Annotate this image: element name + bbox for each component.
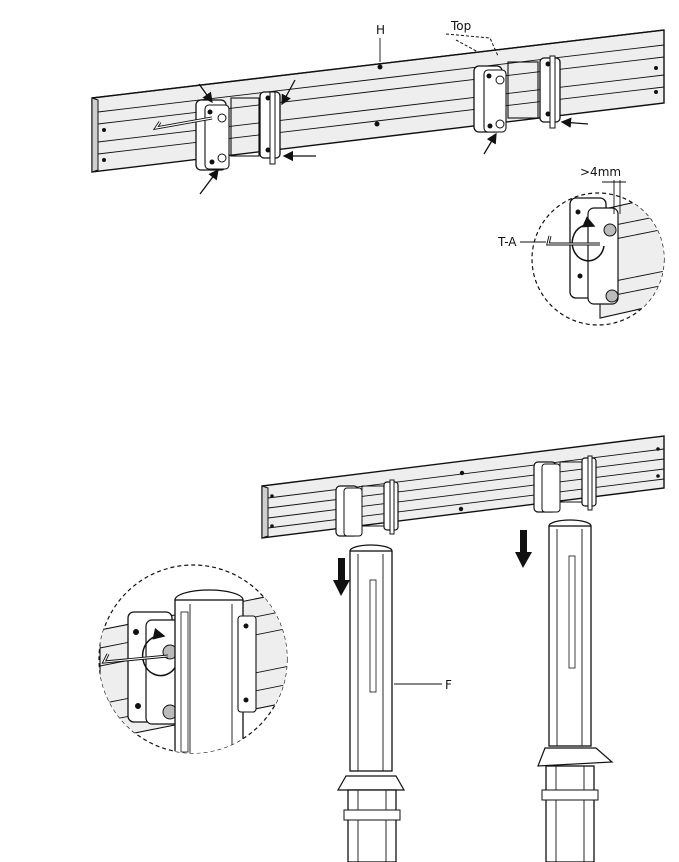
label-ta-text: T-A (497, 235, 517, 249)
bracket-right-top (473, 55, 561, 133)
arrow-down-icon (515, 530, 532, 568)
column-f-left (336, 544, 406, 862)
detail-view-bottom (98, 564, 288, 754)
bracket-left-bottom (335, 479, 399, 537)
label-h: H (376, 23, 385, 62)
detail-view-top: T-A >4mm (497, 165, 665, 326)
label-gap-text: >4mm (580, 165, 621, 179)
label-top: Top (445, 19, 499, 57)
bracket-right-bottom (533, 455, 597, 513)
rail-h-top (91, 29, 665, 173)
rail-holes (102, 64, 658, 162)
arrow-down-icon (333, 558, 350, 596)
label-h-text: H (376, 23, 385, 37)
label-f: F (394, 678, 452, 692)
label-top-text: Top (450, 19, 471, 33)
pointer-arrows-top (198, 79, 589, 195)
hex-key-icon (152, 116, 213, 131)
hex-key-icon (546, 235, 600, 246)
hex-key-icon (101, 653, 169, 664)
rail-h-bottom (261, 435, 665, 539)
label-f-text: F (445, 678, 452, 692)
column-right (537, 519, 614, 862)
